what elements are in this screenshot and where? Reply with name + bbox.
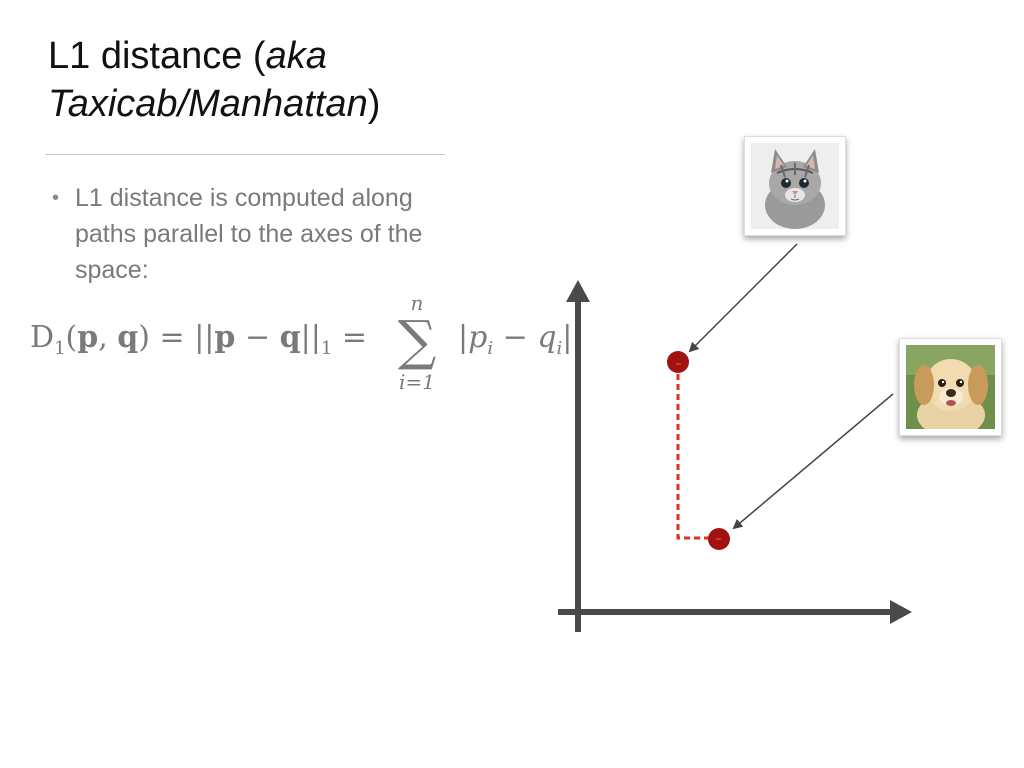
puppy-photo <box>899 338 1002 436</box>
title-italic-aka: aka <box>265 35 327 77</box>
title-plain: L1 distance ( <box>48 35 266 77</box>
formula-rhs: |pi − qi| <box>458 320 573 359</box>
sigma-icon: ∑ <box>397 309 437 372</box>
sum-upper-limit: n <box>410 291 424 315</box>
kitten-icon <box>751 143 839 229</box>
title-italic-taxicab: Taxicab/Manhattan <box>48 83 368 125</box>
puppy-pointer-arrow <box>732 393 894 530</box>
point-p <box>667 351 689 373</box>
puppy-icon <box>906 345 995 429</box>
title-divider <box>45 154 445 155</box>
x-axis-arrow-icon <box>890 600 912 624</box>
title-close: ) <box>367 83 381 125</box>
bullet-item: • L1 distance is computed along paths pa… <box>52 180 432 288</box>
l1-formula: D1(p, q) = ||p − q||1 = n ∑ i=1 |pi − qi… <box>30 292 572 402</box>
y-axis-arrow-icon <box>566 280 590 302</box>
sum-lower-limit: i=1 <box>399 370 435 394</box>
kitten-photo <box>744 136 846 236</box>
formula-lhs: D1(p, q) = ||p − q||1 = <box>30 320 367 359</box>
bullet-text: L1 distance is computed along paths para… <box>75 184 423 284</box>
summation: n ∑ i=1 <box>382 292 452 396</box>
kitten-pointer-arrow <box>688 243 798 353</box>
bullet-dot-icon: • <box>52 187 60 209</box>
l1-path <box>676 364 718 540</box>
